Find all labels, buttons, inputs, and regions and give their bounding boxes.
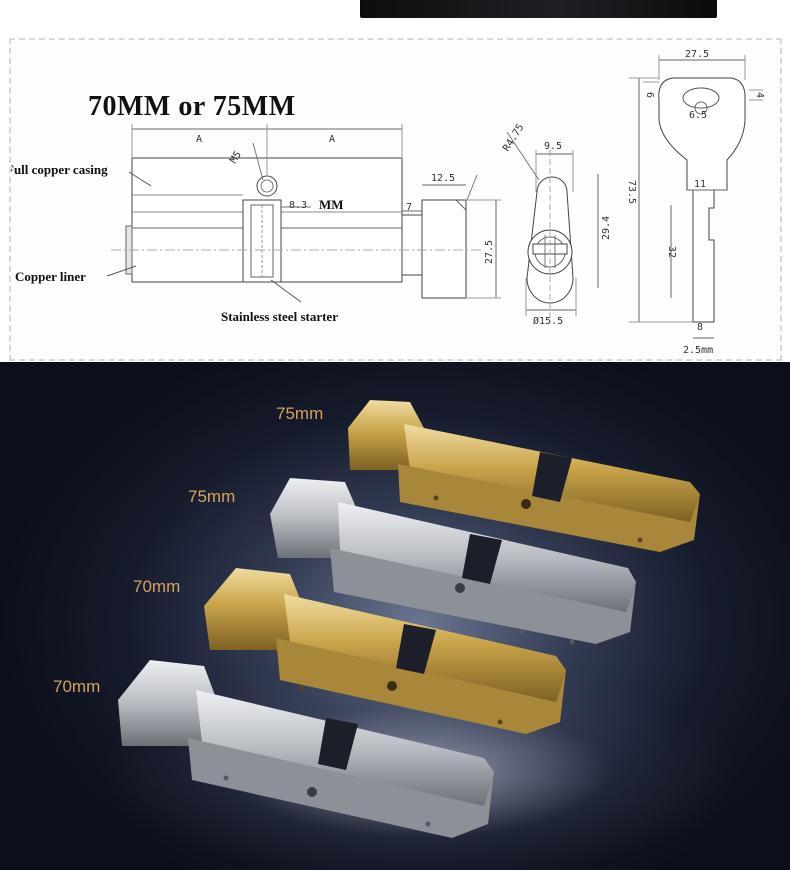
dim-key-32: 32 bbox=[666, 246, 677, 258]
m5-hole bbox=[256, 175, 278, 197]
dim-27-5-side: 27.5 bbox=[484, 240, 495, 264]
dim-r4-75: R4.75 bbox=[501, 122, 526, 153]
label-copper-liner: Copper liner bbox=[15, 269, 86, 284]
dim-a-right: A bbox=[329, 134, 335, 145]
cylinder-satin-75 bbox=[270, 478, 636, 645]
size-label-4: 70mm bbox=[53, 677, 101, 696]
dim-key-11: 11 bbox=[694, 179, 706, 190]
cylinder-satin-70-front bbox=[118, 660, 494, 838]
dim-key-6-5: 6.5 bbox=[689, 110, 707, 121]
product-photo: 75mm 75mm 70mm 70mm bbox=[0, 362, 790, 870]
dim-key-8: 8 bbox=[697, 322, 703, 333]
size-label-3: 70mm bbox=[133, 577, 181, 596]
label-full-copper-casing: Full copper casing bbox=[11, 162, 108, 177]
label-stainless-steel-starter: Stainless steel starter bbox=[221, 309, 338, 324]
dim-key-73-5: 73.5 bbox=[626, 180, 637, 204]
technical-drawing: A A M5 8.3 MM 7 12.5 27.5 R4.75 9.5 29.4… bbox=[9, 38, 782, 361]
size-label-2: 75mm bbox=[188, 487, 236, 506]
cylinder-brass-70 bbox=[204, 568, 566, 734]
dim-key-4: 4 bbox=[754, 92, 765, 98]
dim-key-width: 27.5 bbox=[685, 49, 709, 60]
previous-photo-edge bbox=[360, 0, 717, 18]
key-outline bbox=[658, 77, 746, 323]
dim-key-6: 6 bbox=[644, 92, 655, 98]
dim-a-left: A bbox=[196, 134, 202, 145]
dim-29-4: 29.4 bbox=[601, 216, 612, 240]
drawing-svg: A A M5 8.3 MM 7 12.5 27.5 R4.75 9.5 29.4… bbox=[11, 49, 765, 356]
dim-12-5: 12.5 bbox=[431, 173, 455, 184]
dim-m5: M5 bbox=[228, 150, 244, 166]
photo-svg bbox=[118, 400, 700, 838]
dim-mm-label: MM bbox=[319, 197, 344, 212]
dim-9-5: 9.5 bbox=[544, 141, 562, 152]
dim-diameter-15-5: Ø15.5 bbox=[533, 315, 563, 327]
drawing-title: 70MM or 75MM bbox=[88, 91, 296, 122]
top-strip bbox=[0, 0, 790, 30]
thumb-knob bbox=[421, 199, 467, 299]
size-label-1: 75mm bbox=[276, 404, 324, 423]
cylinder-brass-75-back bbox=[348, 400, 700, 552]
dim-8-3: 8.3 bbox=[289, 200, 307, 211]
dim-key-2-5: 2.5mm bbox=[683, 345, 713, 356]
dim-7: 7 bbox=[406, 202, 412, 213]
